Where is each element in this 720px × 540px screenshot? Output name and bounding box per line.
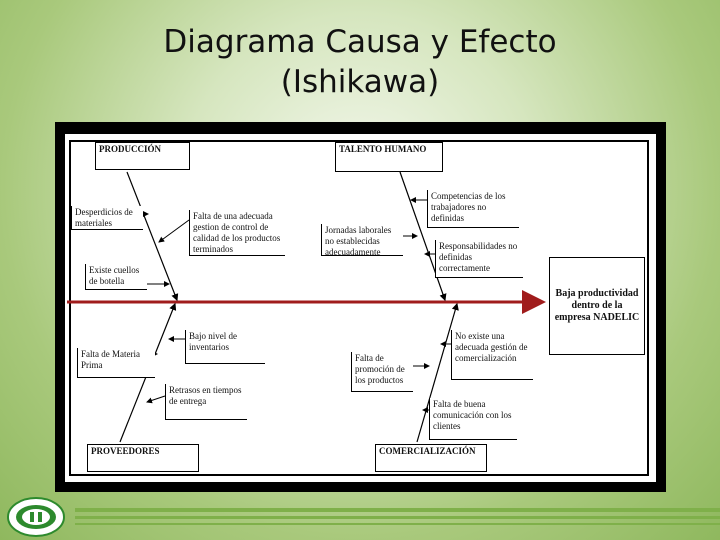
cause-comunicacion-label: Falta de buena comunicación con los clie… <box>433 399 512 431</box>
effect-label: Baja productividad dentro de la empresa … <box>554 288 640 323</box>
cause-competencias: Competencias de los trabajadores no defi… <box>427 190 519 228</box>
cause-comunicacion: Falta de buena comunicación con los clie… <box>429 398 517 440</box>
cause-competencias-label: Competencias de los trabajadores no defi… <box>431 191 506 223</box>
cause-gestion-comercializacion: No existe una adecuada gestión de comerc… <box>451 330 533 380</box>
cause-falta-promocion: Falta de promoción de los productos <box>351 352 413 392</box>
effect-box: Baja productividad dentro de la empresa … <box>549 257 645 355</box>
cause-falta-materia-label: Falta de Materia Prima <box>81 349 140 370</box>
category-talento-label: TALENTO HUMANO <box>339 144 427 154</box>
cause-bajo-inventario-label: Bajo nivel de inventarios <box>189 331 237 352</box>
cause-cuellos-botella: Existe cuellos de botella <box>85 264 147 290</box>
cause-responsabilidades: Responsabilidades no definidas correctam… <box>435 240 523 278</box>
bone-produccion <box>126 171 179 302</box>
cause-retrasos-label: Retrasos en tiempos de entrega <box>169 385 242 406</box>
cause-jornadas-label: Jornadas laborales no establecidas adecu… <box>325 225 392 256</box>
category-comercializacion-label: COMERCIALIZACIÓN <box>379 446 476 456</box>
bone-comercializacion <box>416 302 459 443</box>
cause-gestion-label: No existe una adecuada gestión de comerc… <box>455 331 528 363</box>
cause-cuellos-label: Existe cuellos de botella <box>89 265 140 286</box>
title-line-1: Diagrama Causa y Efecto <box>163 24 557 60</box>
cause-desperdicios-label: Desperdicios de materiales <box>75 207 133 228</box>
category-talento-humano: TALENTO HUMANO <box>335 142 443 172</box>
cause-falta-materia: Falta de Materia Prima <box>77 348 155 378</box>
footer-bar-bottom <box>75 523 720 525</box>
minor-retrasos <box>146 395 166 404</box>
ishikawa-diagram: PRODUCCIÓN TALENTO HUMANO PROVEEDORES CO… <box>65 134 656 482</box>
footer-bar-top <box>75 508 720 512</box>
category-proveedores: PROVEEDORES <box>87 444 199 472</box>
university-seal-icon <box>7 497 65 537</box>
category-comercializacion: COMERCIALIZACIÓN <box>375 444 487 472</box>
minor-falta-control <box>158 219 190 243</box>
cause-retrasos: Retrasos en tiempos de entrega <box>165 384 247 420</box>
cause-bajo-inventario: Bajo nivel de inventarios <box>185 330 265 364</box>
bone-talento <box>399 171 447 302</box>
category-proveedores-label: PROVEEDORES <box>91 446 160 456</box>
cause-promocion-label: Falta de promoción de los productos <box>355 353 405 385</box>
diagram-frame: PRODUCCIÓN TALENTO HUMANO PROVEEDORES CO… <box>55 122 666 492</box>
footer-bar-middle <box>75 516 720 519</box>
category-produccion: PRODUCCIÓN <box>95 142 190 170</box>
category-produccion-label: PRODUCCIÓN <box>99 144 161 154</box>
title-line-2: (Ishikawa) <box>280 64 440 100</box>
cause-falta-control: Falta de una adecuada gestion de control… <box>189 210 285 256</box>
cause-jornadas: Jornadas laborales no establecidas adecu… <box>321 224 403 256</box>
cause-desperdicios: Desperdicios de materiales <box>71 206 143 230</box>
cause-falta-control-label: Falta de una adecuada gestion de control… <box>193 211 281 254</box>
slide-title: Diagrama Causa y Efecto (Ishikawa) <box>0 22 720 102</box>
cause-responsabilidades-label: Responsabilidades no definidas correctam… <box>439 241 518 273</box>
diagram-inner-border <box>69 140 649 476</box>
